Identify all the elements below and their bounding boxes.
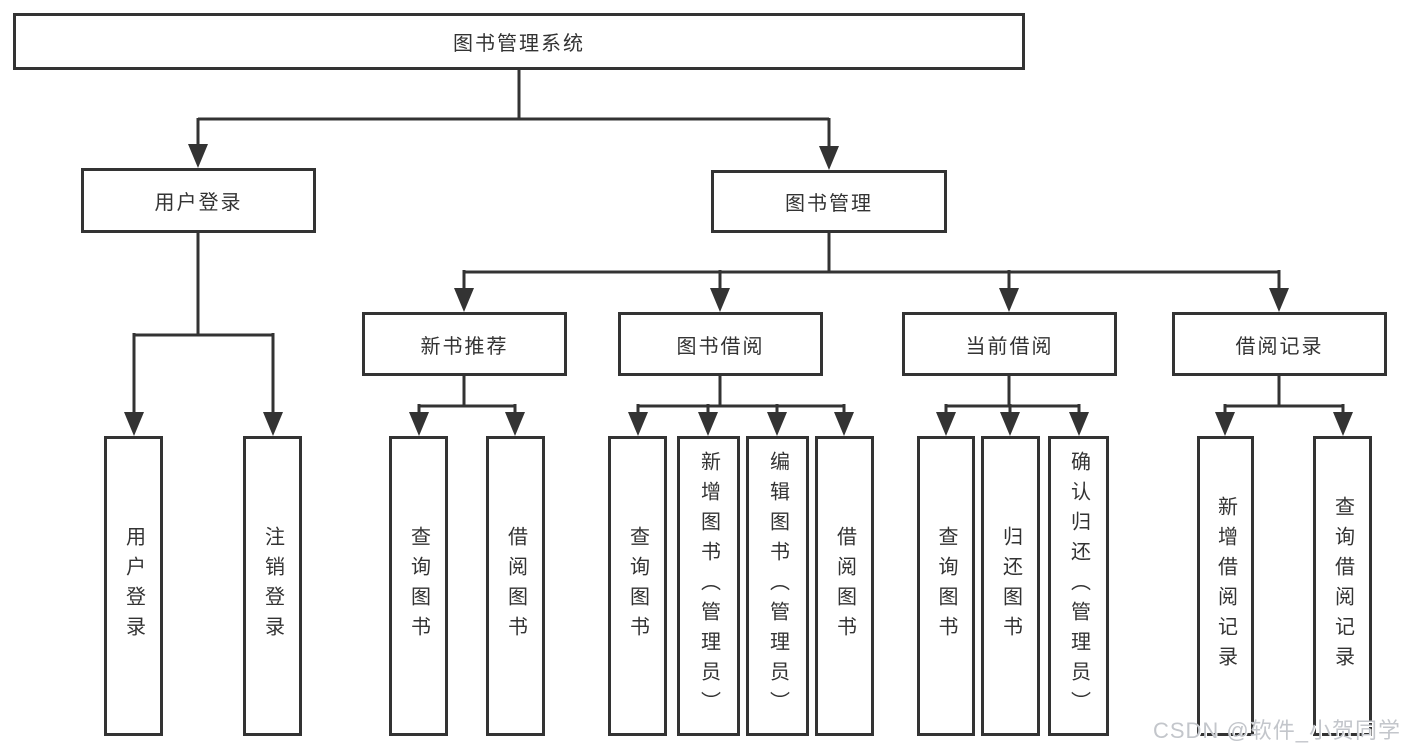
node-label: 图书管理	[785, 193, 873, 215]
node-borrow-records: 借阅记录	[1172, 312, 1387, 376]
leaf-borrow-books: 借阅图书	[815, 436, 874, 736]
node-library-management-system: 图书管理系统	[13, 13, 1025, 70]
node-label: 借阅记录	[1235, 335, 1324, 358]
node-label: 用户登录	[122, 526, 145, 646]
node-label: 归还图书	[999, 526, 1022, 646]
csdn-watermark: CSDN @软件_小贺同学	[1152, 718, 1401, 743]
node-book-borrow: 图书借阅	[618, 312, 823, 376]
node-new-book-recommend: 新书推荐	[362, 312, 567, 376]
leaf-edit-books-admin: 编辑图书（管理员）	[746, 436, 809, 736]
leaf-add-books-admin: 新增图书（管理员）	[677, 436, 740, 736]
node-label: 查询借阅记录	[1331, 496, 1354, 676]
leaf-query-books-borrow: 查询图书	[608, 436, 667, 736]
node-label: 当前借阅	[965, 335, 1054, 358]
leaf-return-books: 归还图书	[981, 436, 1040, 736]
node-current-borrow: 当前借阅	[902, 312, 1117, 376]
leaf-query-books-current: 查询图书	[917, 436, 975, 736]
node-user-login: 用户登录	[81, 168, 316, 233]
leaf-add-borrow-record: 新增借阅记录	[1197, 436, 1254, 736]
node-label: 新书推荐	[420, 335, 509, 358]
leaf-confirm-return-admin: 确认归还（管理员）	[1048, 436, 1109, 736]
node-label: 图书管理系统	[453, 33, 585, 55]
leaf-logout: 注销登录	[243, 436, 302, 736]
arrowheads	[124, 144, 1353, 436]
node-label: 确认归还（管理员）	[1067, 451, 1090, 721]
node-label: 查询图书	[626, 526, 649, 646]
leaf-borrow-books-recommend: 借阅图书	[486, 436, 545, 736]
node-label: 查询图书	[407, 526, 430, 646]
node-book-management: 图书管理	[711, 170, 947, 233]
node-label: 用户登录	[154, 192, 243, 214]
node-label: 图书借阅	[676, 335, 765, 358]
node-label: 借阅图书	[504, 526, 527, 646]
node-label: 借阅图书	[833, 526, 856, 646]
leaf-query-books-recommend: 查询图书	[389, 436, 448, 736]
node-label: 编辑图书（管理员）	[766, 451, 789, 721]
leaf-query-borrow-record: 查询借阅记录	[1313, 436, 1372, 736]
node-label: 查询图书	[935, 526, 957, 646]
node-label: 新增借阅记录	[1214, 496, 1237, 676]
node-label: 注销登录	[261, 526, 284, 646]
node-label: 新增图书（管理员）	[697, 451, 720, 721]
leaf-user-login: 用户登录	[104, 436, 163, 736]
